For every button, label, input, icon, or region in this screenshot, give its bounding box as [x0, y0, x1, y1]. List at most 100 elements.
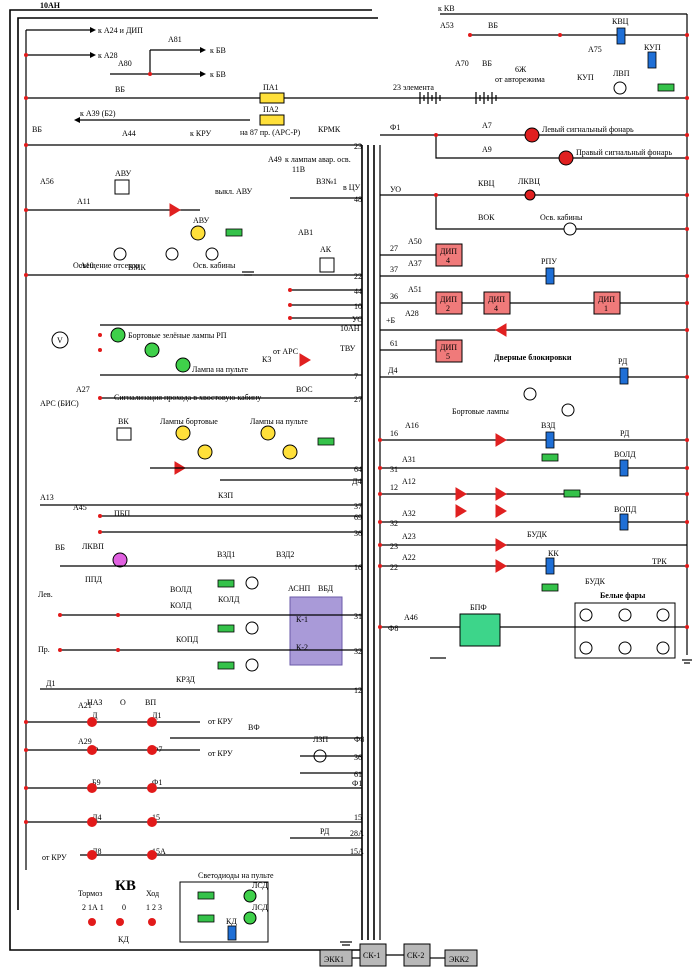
label-white-lights: Белые фары	[600, 591, 646, 600]
label-k-a28: к А28	[98, 51, 118, 60]
lamp-vzd3	[245, 658, 259, 672]
label-tormoz: Тормоз	[78, 889, 102, 898]
label-12-b: 12	[354, 686, 362, 695]
label-a21: А21	[78, 701, 92, 710]
label-ars-bis: АРС (БИС)	[40, 399, 79, 408]
label-k-bv-2: к БВ	[210, 70, 226, 79]
label-a53: А53	[440, 21, 454, 30]
diode-a32-1	[455, 504, 467, 518]
label-a45: А45	[73, 503, 87, 512]
white-light-5	[618, 641, 632, 655]
label-23: 23	[354, 142, 362, 151]
battery-symbol	[419, 92, 497, 104]
label-a22: А22	[402, 553, 416, 562]
lamp-rp-1	[110, 327, 126, 343]
relay-rd	[619, 367, 629, 385]
label-vzd1: ВЗД1	[217, 550, 235, 559]
label-lsd-1: ЛСД	[252, 881, 268, 890]
label-kvc-2: КВЦ	[478, 179, 495, 188]
label-ot-ars: от АРС	[273, 347, 298, 356]
label-a27: А27	[76, 385, 90, 394]
label-15: 15	[152, 813, 160, 822]
lamp-lkvc	[524, 189, 536, 201]
label-f1-b: Ф1	[152, 778, 162, 787]
label-avu-2: АВУ	[193, 216, 209, 225]
label-kopd: КОПД	[176, 635, 199, 644]
ak-relay	[319, 257, 335, 273]
label-dip1: ДИП	[598, 295, 615, 304]
lamp-vzd1	[245, 576, 259, 590]
label-a16: А16	[405, 421, 419, 430]
diode-avu	[169, 203, 181, 217]
label-plus-b: +Б	[386, 316, 396, 325]
relay-kd	[227, 925, 237, 941]
led-frame	[179, 881, 269, 943]
label-dip5: ДИП	[440, 343, 457, 352]
label-kold-2: КОЛД	[218, 595, 240, 604]
label-lkvc: ЛКВЦ	[518, 177, 540, 186]
relay-kup	[647, 51, 657, 69]
label-61: 61	[390, 339, 398, 348]
label-osv-kab-2: Осв. кабины	[193, 261, 236, 270]
kv-section: А21 НАЗ О ВП Д Д1 от КРУ А29 Ф Ф7 ВФ от …	[26, 698, 364, 944]
white-lights-frame	[574, 602, 676, 659]
resistor-vk	[317, 437, 335, 446]
lamp-lvp	[613, 81, 627, 95]
relay-kvc	[616, 27, 626, 45]
label-kd-1: КД	[118, 935, 129, 944]
lamp-lkvp	[112, 552, 128, 568]
label-22-b: 22	[390, 563, 398, 572]
label-uo-1: УО	[390, 185, 401, 194]
label-left-lamp: Левый сигнальный фонарь	[542, 125, 634, 134]
label-36-b: 36	[354, 529, 362, 538]
label-vzd2: ВЗД2	[276, 550, 294, 559]
label-15-b: 15	[354, 813, 362, 822]
label-23-elements: 23 элемента	[393, 83, 434, 92]
label-vzd: ВЗД	[541, 421, 556, 430]
label-vb-2: ВБ	[488, 21, 498, 30]
label-ot-kru-3: от КРУ	[42, 853, 67, 862]
label-k-kru: к КРУ	[190, 129, 211, 138]
label-o: О	[120, 698, 126, 707]
relay-vopd	[619, 513, 629, 531]
label-a46: А46	[404, 613, 418, 622]
label-budk-1: БУДК	[527, 530, 548, 539]
dip-1	[593, 291, 621, 315]
label-10: 10	[354, 302, 362, 311]
lamp-pult-1	[260, 425, 276, 441]
label-pr: Пр.	[38, 645, 50, 654]
label-vzn1: ВЗ№1	[316, 177, 337, 186]
label-pos-0: 0	[122, 903, 126, 912]
resistor-kk	[541, 583, 559, 592]
label-avu: АВУ	[115, 169, 131, 178]
label-vk: ВК	[118, 417, 129, 426]
label-dip1-n: 1	[604, 304, 608, 313]
relay-kk	[545, 557, 555, 575]
door-section: Д4 12 А12 А13 КЗП 37 А45 ПБП 69 32 А32 В…	[40, 477, 687, 592]
right-signal-lamp	[558, 150, 574, 166]
dip-section: 27 А50 ДИП 4 А10 ВМК АК 22 37 А37 РПУ 44…	[26, 237, 687, 349]
label-12-a: 12	[390, 483, 398, 492]
label-vykl-avu: выкл. АВУ	[215, 187, 252, 196]
label-kold-1: КОЛД	[170, 601, 192, 610]
label-lampa-pult: Лампа на пульте	[192, 365, 248, 374]
label-k3: К3	[262, 355, 271, 364]
white-light-1	[579, 608, 593, 622]
label-16-a: 16	[390, 429, 398, 438]
label-kd-2: КД	[226, 917, 237, 926]
lamp-osv-kab-1	[563, 222, 577, 236]
ground-symbols	[242, 271, 692, 946]
label-vopd: ВОПД	[614, 505, 637, 514]
label-svetodiody: Светодиоды на пульте	[198, 871, 274, 880]
label-d-l: Д	[92, 711, 98, 720]
label-22: 22	[354, 272, 362, 281]
label-f1: Ф1	[390, 123, 400, 132]
label-kv: КВ	[115, 878, 136, 894]
label-av1: АВ1	[298, 228, 313, 237]
label-vbd: ВБД	[318, 584, 334, 593]
label-48: 48	[354, 195, 362, 204]
label-dver-block: Дверные блокировки	[494, 353, 572, 362]
label-36-c: 36	[354, 753, 362, 762]
label-a80: А80	[118, 59, 132, 68]
diode-a16	[495, 433, 507, 447]
